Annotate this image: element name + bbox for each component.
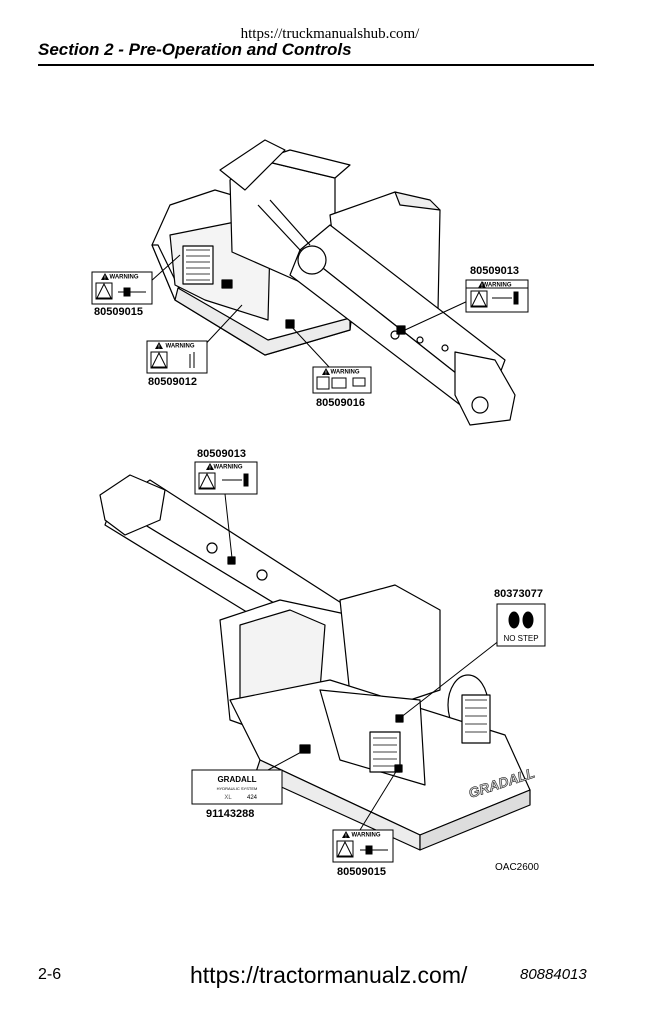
header-url[interactable]: https://truckmanualshub.com/ [240,26,420,42]
label-91143288: 91143288 [206,808,255,820]
decal-warning-text: WARNING [110,275,139,281]
label-80509013-top: 80509013 [470,265,519,277]
decal-gradall-logo: GRADALL [217,775,256,784]
decal-80509013-top [465,279,529,313]
label-80509015-bottom: 80509015 [337,866,386,878]
label-80509015-top: 80509015 [94,306,143,318]
footer-url[interactable]: https://tractormanualz.com/ [190,962,468,988]
label-80373077: 80373077 [494,588,543,600]
decal-80509015-bottom [332,829,394,863]
decal-80509016 [312,366,372,394]
decal-warning-text: WARNING [483,283,512,289]
decal-warning-text: WARNING [166,344,195,350]
label-80509013-bottom: 80509013 [197,448,246,460]
machine-bottom [99,474,531,851]
decal-91143288 [191,769,283,805]
decal-80509015-top [91,271,153,305]
decal-warning-text: WARNING [214,465,243,471]
decal-80509013-bottom [194,461,258,495]
page-number: 2-6 [38,966,62,983]
figure-code: OAC2600 [495,862,539,873]
decal-hydraulic-text: HYDRAULIC SYSTEM [217,786,258,791]
decal-80373077-no-step [496,603,546,647]
section-title: Section 2 - Pre-Operation and Controls [38,40,352,59]
machine-top [151,139,516,426]
header-rule [38,64,594,66]
document-number: 80884013 [520,966,587,983]
decal-warning-text: WARNING [352,833,381,839]
decal-model-prefix: XL [224,795,232,801]
label-80509016: 80509016 [316,397,365,409]
decal-warning-text: WARNING [331,370,360,376]
decal-model-number: 424 [247,795,258,801]
no-step-text: NO STEP [503,634,538,643]
label-80509012: 80509012 [148,376,197,388]
